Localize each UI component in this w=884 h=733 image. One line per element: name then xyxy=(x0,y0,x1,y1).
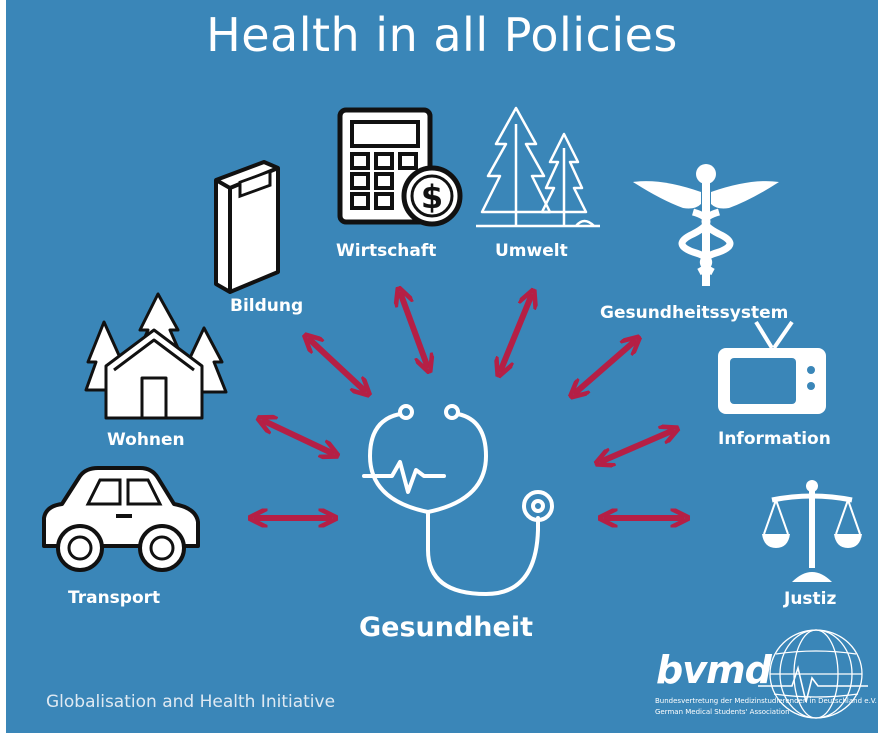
globe-logo-icon xyxy=(758,629,868,719)
caduceus-icon xyxy=(633,164,779,286)
label-bildung: Bildung xyxy=(230,296,304,316)
calculator-icon: $ xyxy=(337,107,463,227)
label-justiz: Justiz xyxy=(784,589,837,609)
arrow-information xyxy=(600,430,674,462)
arrow-umwelt xyxy=(500,294,532,372)
car-icon xyxy=(42,466,200,572)
infographic-canvas: Health in all Policies $ xyxy=(6,0,878,733)
label-wohnen: Wohnen xyxy=(107,430,185,450)
logo-wordmark: bvmd xyxy=(656,648,772,692)
footer-text: Globalisation and Health Initiative xyxy=(46,692,336,712)
logo-line-2: German Medical Students' Association xyxy=(655,708,790,716)
label-information: Information xyxy=(718,429,831,449)
book-icon xyxy=(214,160,280,294)
scales-icon xyxy=(762,480,862,582)
connector-arrows xyxy=(6,0,878,733)
page-title: Health in all Policies xyxy=(206,8,678,62)
arrow-wohnen xyxy=(262,420,334,454)
trees-icon xyxy=(476,106,600,228)
logo-line-1: Bundesvertretung der Medizinstudierenden… xyxy=(655,697,877,705)
arrow-wirtschaft xyxy=(400,292,428,368)
arrow-gesundheitssystem xyxy=(574,340,636,394)
stethoscope-icon xyxy=(362,404,554,596)
tv-icon xyxy=(718,320,826,414)
label-umwelt: Umwelt xyxy=(495,241,568,261)
arrow-bildung xyxy=(308,338,366,392)
house-icon xyxy=(84,292,228,420)
center-label: Gesundheit xyxy=(358,612,533,643)
svg-text:$: $ xyxy=(421,178,443,216)
label-gesundheitssystem: Gesundheitssystem xyxy=(600,303,789,323)
label-wirtschaft: Wirtschaft xyxy=(336,241,437,261)
label-transport: Transport xyxy=(68,588,161,608)
